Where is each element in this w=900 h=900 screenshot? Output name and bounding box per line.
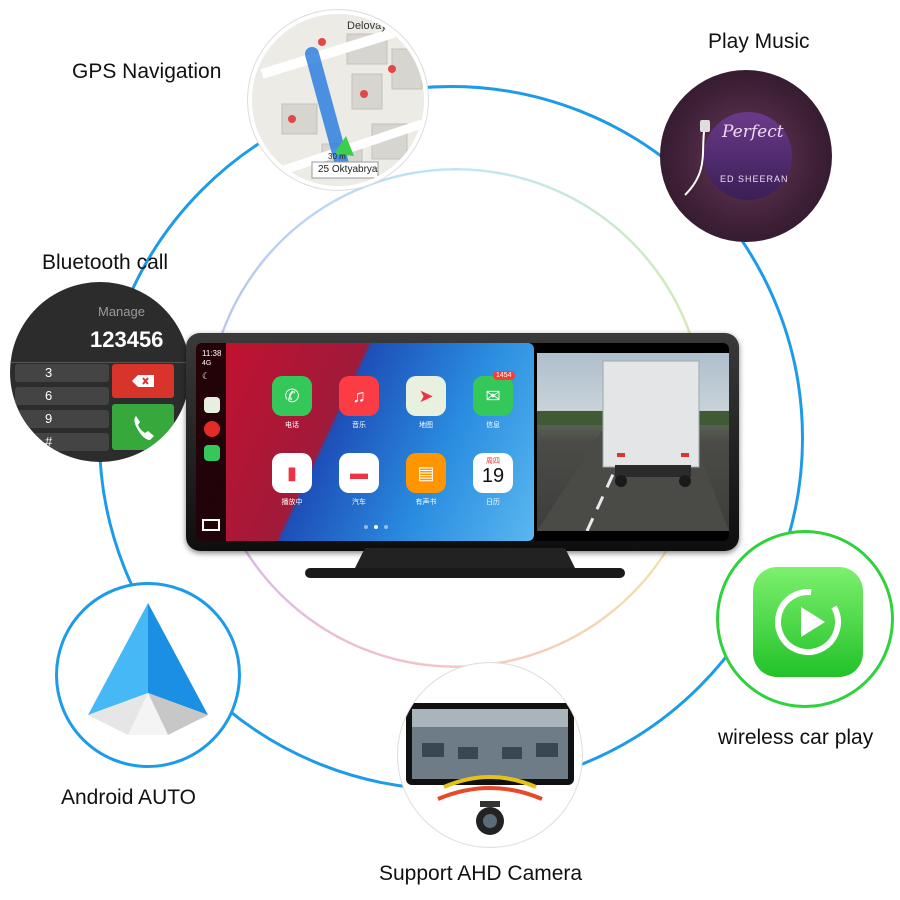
status-time: 11:38 xyxy=(202,349,222,358)
device-stand xyxy=(305,548,625,578)
gps-map-bubble: Delovaya u 25 Oktyabrya 30 m xyxy=(248,10,428,190)
device-screen: 11:38 4G ☾ ✆ 电话 ♫ 音乐 ➤ 地图 ✉ 1454 信息 ▮ 播放中 ▬ 汽车 ▤ 有声书 周四… xyxy=(196,343,729,541)
car-icon: ▬ xyxy=(350,462,368,483)
key-hash[interactable]: # xyxy=(15,433,109,451)
dock-phone-icon[interactable] xyxy=(204,445,220,461)
carplay-bubble xyxy=(716,530,894,708)
map-street-top: Delovaya u xyxy=(347,20,403,32)
book-icon: ▤ xyxy=(417,462,435,483)
now-playing-icon: ▮ xyxy=(287,462,297,483)
dialed-number: 123456 xyxy=(90,327,164,352)
app-phone-icon[interactable]: ✆ xyxy=(272,376,312,416)
dock-maps-icon[interactable] xyxy=(204,397,220,413)
app-book-icon[interactable]: ▤ xyxy=(406,453,446,493)
android-auto-icon xyxy=(88,603,208,735)
app-label: 音乐 xyxy=(352,422,366,429)
app-music-note-icon[interactable]: ♫ xyxy=(339,376,379,416)
manage-label: Manage xyxy=(98,304,145,319)
key-6[interactable]: 6 xyxy=(15,387,109,405)
rear-camera-view xyxy=(537,353,729,531)
carplay-dock: 11:38 4G ☾ xyxy=(196,343,226,541)
bluetooth-call-label: Bluetooth call xyxy=(42,251,169,274)
page-indicator xyxy=(364,525,388,529)
moon-icon: ☾ xyxy=(202,371,211,381)
app-label: 播放中 xyxy=(281,499,303,506)
map-distance: 30 m xyxy=(328,152,346,161)
album-title: Perfect xyxy=(722,122,784,142)
dash-display-device: 11:38 4G ☾ ✆ 电话 ♫ 音乐 ➤ 地图 ✉ 1454 信息 ▮ 播放中 ▬ 汽车 ▤ 有声书 周四… xyxy=(186,333,739,551)
carplay-home-screen: 11:38 4G ☾ ✆ 电话 ♫ 音乐 ➤ 地图 ✉ 1454 信息 ▮ 播放中 ▬ 汽车 ▤ 有声书 周四… xyxy=(196,343,534,541)
album-art xyxy=(704,112,792,200)
message-badge: 1454 xyxy=(493,371,515,380)
message-icon: ✉ xyxy=(485,385,501,406)
phone-icon xyxy=(134,416,154,440)
dashboard-icon[interactable] xyxy=(202,519,220,531)
carplay-app-icon xyxy=(753,567,863,677)
phone-icon: ✆ xyxy=(284,385,300,406)
app-car-icon[interactable]: ▬ xyxy=(339,453,379,493)
wireless-car-play-label: wireless car play xyxy=(718,726,874,749)
backspace-icon xyxy=(132,375,154,387)
maps-icon: ➤ xyxy=(418,385,434,406)
bluetooth-bubble: Manage 123456 3 6 9 # xyxy=(10,282,190,462)
app-label: 地图 xyxy=(419,422,433,429)
app-label: 日历 xyxy=(486,499,500,506)
parking-camera-illustration xyxy=(406,703,574,835)
headphone-cable-icon xyxy=(684,120,710,196)
status-signal: 4G xyxy=(202,360,212,367)
music-bubble: Perfect ED SHEERAN xyxy=(660,70,832,242)
app-label: 信息 xyxy=(486,422,500,429)
calendar-weekday: 周四 xyxy=(486,458,500,465)
app-label: 有声书 xyxy=(415,499,437,506)
play-icon xyxy=(775,589,841,655)
call-button[interactable] xyxy=(112,404,174,450)
app-now-playing-icon[interactable]: ▮ xyxy=(272,453,312,493)
app-label: 汽车 xyxy=(352,499,366,506)
dock-music-icon[interactable] xyxy=(204,421,220,437)
delete-button[interactable] xyxy=(112,364,174,398)
road-illustration xyxy=(537,360,729,531)
app-maps-icon[interactable]: ➤ xyxy=(406,376,446,416)
map-street-bottom: 25 Oktyabrya xyxy=(318,164,378,175)
app-message-icon[interactable]: ✉ 1454 xyxy=(473,371,515,416)
album-artist: ED SHEERAN xyxy=(720,174,789,184)
gps-navigation-label: GPS Navigation xyxy=(72,60,222,83)
key-3[interactable]: 3 xyxy=(15,364,109,382)
music-note-icon: ♫ xyxy=(352,385,366,406)
ahd-camera-label: Support AHD Camera xyxy=(379,862,583,885)
calendar-day: 19 xyxy=(481,465,505,487)
android-auto-label: Android AUTO xyxy=(61,786,197,809)
app-label: 电话 xyxy=(285,422,299,429)
play-music-label: Play Music xyxy=(708,30,810,53)
android-auto-bubble xyxy=(55,582,241,768)
key-9[interactable]: 9 xyxy=(15,410,109,428)
ahd-camera-bubble xyxy=(398,663,582,847)
